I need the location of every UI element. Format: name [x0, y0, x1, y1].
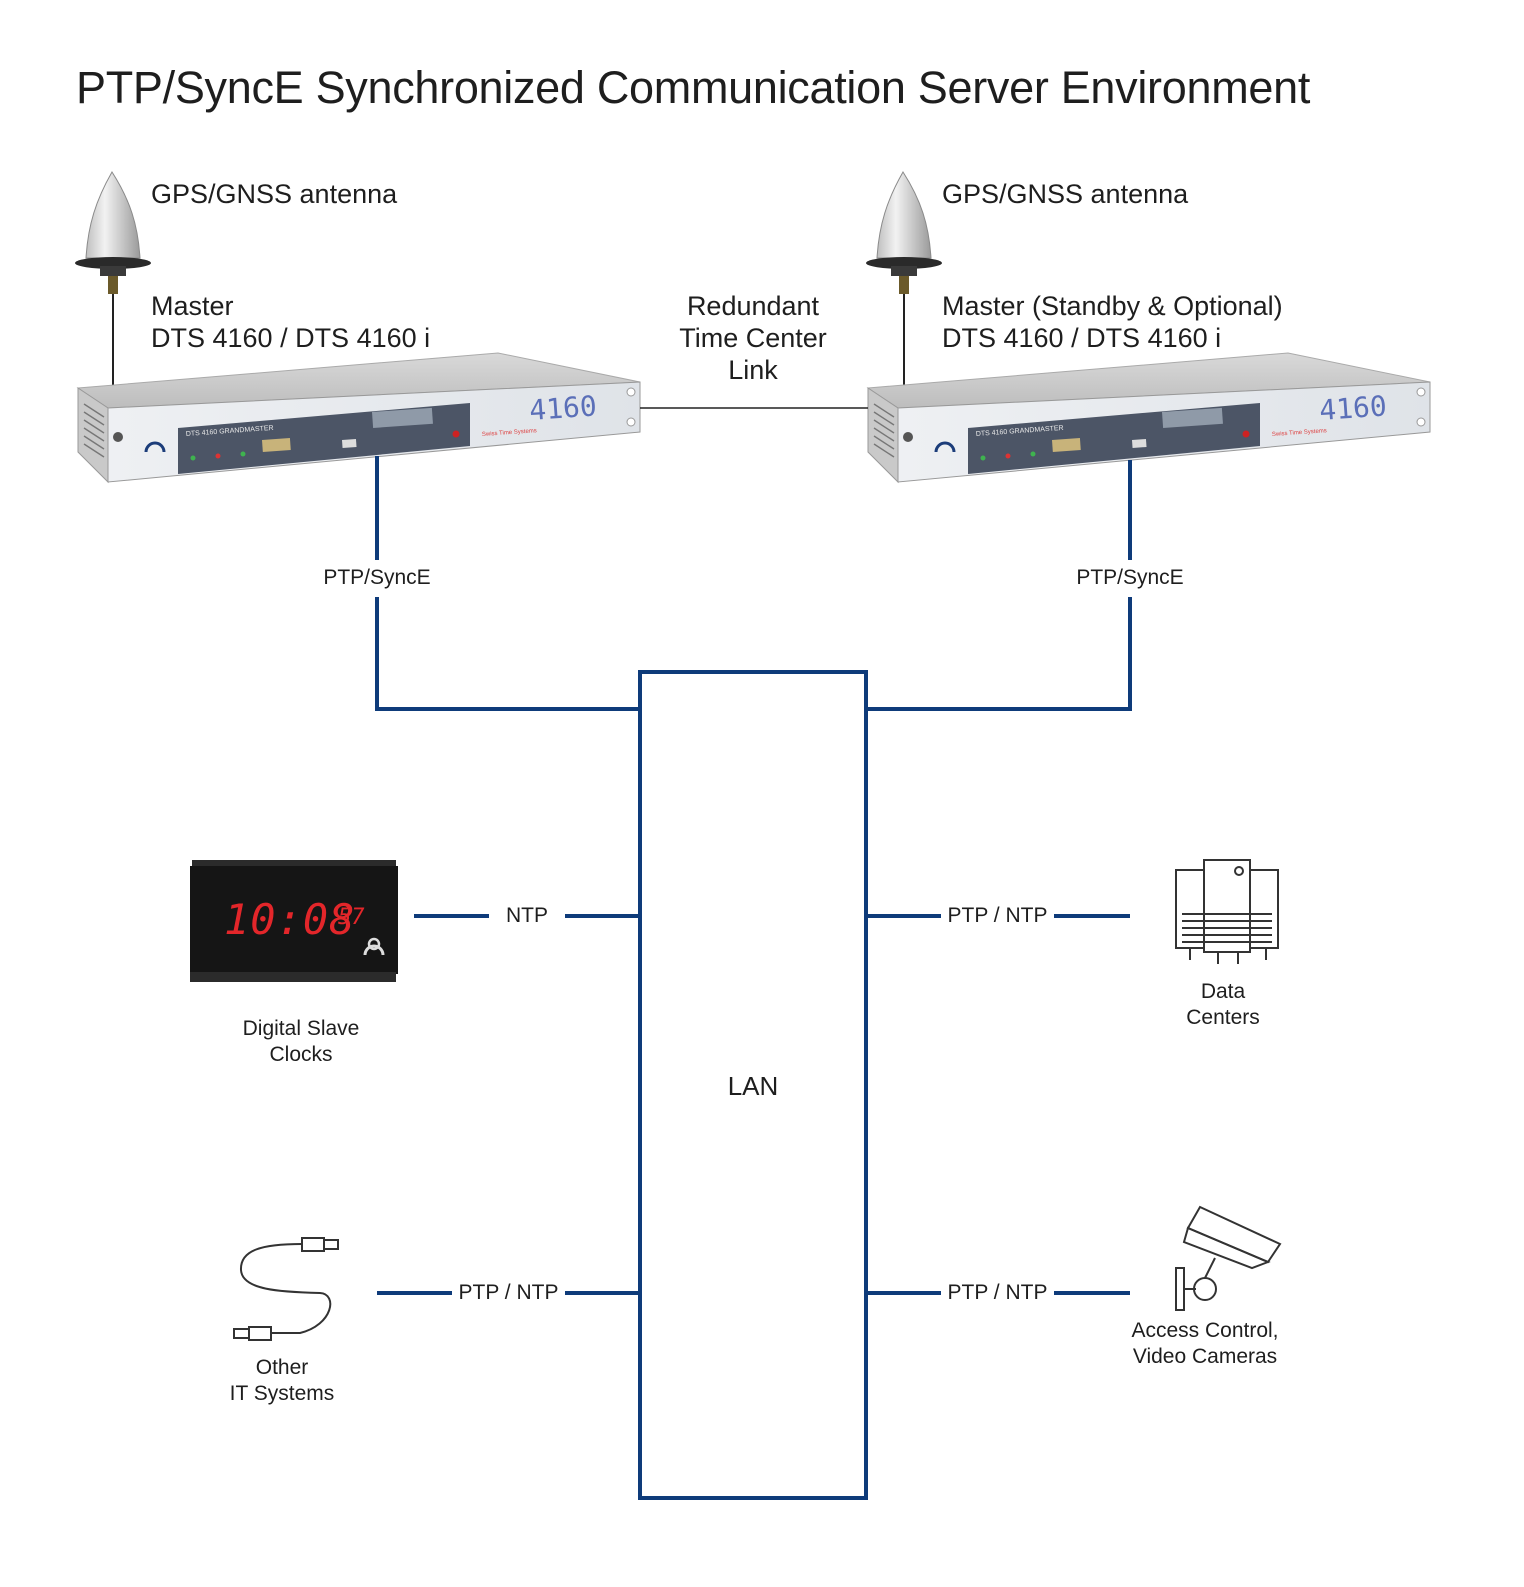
master-right-line1: Master (Standby & Optional) [942, 291, 1283, 321]
security-camera-icon [1175, 1205, 1282, 1311]
data-centers-line1: Data [1200, 980, 1246, 1003]
antenna-right-label: GPS/GNSS antenna [942, 179, 1189, 209]
master-left-line2: DTS 4160 / DTS 4160 i [151, 323, 431, 353]
ptp-synce-right-label: PTP/SyncE [1076, 566, 1184, 589]
cameras-label: Access Control, Video Cameras [1110, 1318, 1300, 1370]
redundant-link-line1: Redundant [686, 291, 820, 321]
data-centers-line2: Centers [1186, 1006, 1260, 1029]
device-display-left: 4160 [528, 389, 598, 427]
page-title: PTP/SyncE Synchronized Communication Ser… [76, 62, 1311, 113]
ptp-ntp-cameras-label: PTP / NTP [947, 1281, 1048, 1304]
digital-clock-icon: 10:08 57 [190, 860, 398, 982]
ptp-ntp-datacenter-label: PTP / NTP [947, 904, 1048, 927]
ptp-connection-right [866, 460, 1132, 711]
ptp-synce-left-label: PTP/SyncE [323, 566, 431, 589]
master-device-right-icon: DTS 4160 GRANDMASTER Swiss Time Systems … [866, 352, 1431, 484]
data-centers-label: Data Centers [1150, 979, 1296, 1031]
digital-clocks-line1: Digital Slave [242, 1017, 360, 1040]
ntp-clock-label: NTP [506, 904, 548, 927]
gps-antenna-left-icon [75, 171, 151, 386]
data-center-icon [1175, 859, 1279, 964]
antenna-left-label: GPS/GNSS antenna [151, 179, 398, 209]
ptp-connection-left [375, 456, 640, 711]
cameras-line2: Video Cameras [1132, 1345, 1278, 1368]
it-systems-cable-icon [233, 1237, 339, 1341]
brand-right: Swiss Time Systems [1272, 428, 1327, 438]
gps-antenna-right-icon [866, 171, 942, 386]
lan-box [638, 670, 868, 1500]
redundant-link-line3: Link [728, 355, 778, 385]
redundant-link-line2: Time Center [679, 323, 827, 353]
clock-display-seconds: 57 [338, 905, 365, 930]
master-right-label: Master (Standby & Optional) DTS 4160 / D… [942, 290, 1283, 354]
master-device-left-icon: DTS 4160 GRANDMASTER Swiss Time Systems … [76, 352, 641, 484]
ptp-ntp-it-label: PTP / NTP [458, 1281, 559, 1304]
device-display-right: 4160 [1318, 389, 1388, 427]
it-systems-line1: Other [255, 1356, 309, 1379]
redundant-link-label: Redundant Time Center Link [653, 290, 853, 386]
master-left-label: Master DTS 4160 / DTS 4160 i [151, 290, 430, 354]
brand-left: Swiss Time Systems [482, 428, 537, 438]
digital-clocks-line2: Clocks [269, 1043, 333, 1066]
it-systems-label: Other IT Systems [202, 1355, 362, 1407]
clock-display-time: 10:08 [224, 895, 355, 944]
master-right-line2: DTS 4160 / DTS 4160 i [942, 323, 1222, 353]
it-systems-line2: IT Systems [229, 1382, 335, 1405]
digital-clocks-label: Digital Slave Clocks [200, 1016, 402, 1068]
lan-label: LAN [727, 1071, 779, 1101]
cameras-line1: Access Control, [1131, 1319, 1279, 1342]
master-left-line1: Master [151, 291, 234, 321]
